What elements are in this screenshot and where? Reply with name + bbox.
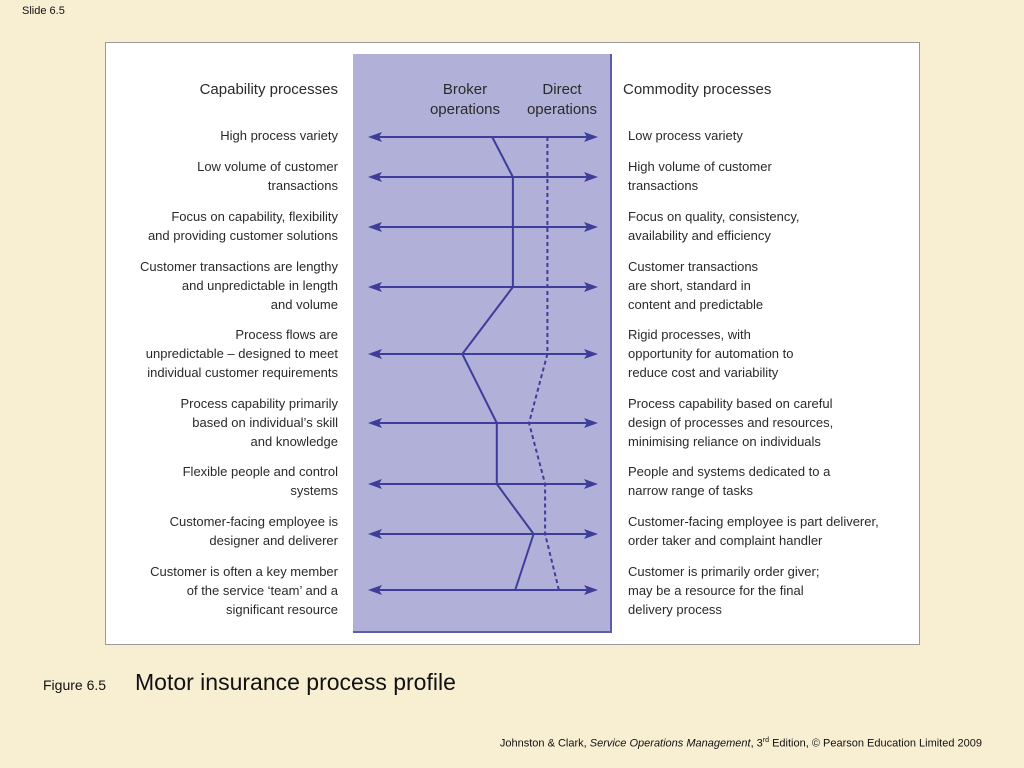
citation-edition: , 3 — [750, 737, 763, 750]
citation-book-title: Service Operations Management — [589, 737, 751, 750]
arrowhead-left-icon — [368, 132, 382, 142]
citation-authors: Johnston & Clark, — [499, 737, 590, 750]
direct-header: Direct operations — [526, 81, 598, 118]
figure-panel: Capability processes Commodity processes… — [105, 42, 920, 645]
capability-label: Customer transactions are lengthy and un… — [140, 259, 338, 312]
arrowhead-right-icon — [584, 349, 598, 359]
capability-label: Process capability primarily based on in… — [180, 396, 339, 449]
citation-publisher: Edition, © Pearson Education Limited 200… — [769, 737, 982, 750]
arrowhead-left-icon — [368, 172, 382, 182]
arrowhead-left-icon — [368, 282, 382, 292]
commodity-label: Customer is primarily order giver; may b… — [628, 564, 820, 617]
commodity-label: High volume of customer transactions — [628, 159, 772, 193]
arrowhead-right-icon — [584, 132, 598, 142]
capability-label: Customer is often a key member of the se… — [150, 564, 338, 617]
commodity-label: Process capability based on careful desi… — [628, 396, 834, 449]
commodity-label: Customer-facing employee is part deliver… — [628, 514, 879, 548]
commodity-header: Commodity processes — [623, 81, 772, 98]
citation-edition-suffix: rd — [762, 737, 770, 744]
commodity-label: Focus on quality, consistency, availabil… — [628, 209, 800, 243]
slide-number: Slide 6.5 — [22, 5, 65, 17]
arrowhead-right-icon — [584, 479, 598, 489]
arrowhead-right-icon — [584, 418, 598, 428]
capability-label: High process variety — [220, 128, 338, 143]
arrowhead-right-icon — [584, 529, 598, 539]
commodity-label: Rigid processes, with opportunity for au… — [628, 327, 794, 380]
capability-label: Customer-facing employee is designer and… — [169, 514, 338, 548]
arrowhead-right-icon — [584, 222, 598, 232]
capability-label: Process flows are unpredictable – design… — [145, 327, 338, 380]
direct-profile-line — [527, 137, 560, 591]
arrowhead-left-icon — [368, 585, 382, 595]
arrowhead-left-icon — [368, 418, 382, 428]
citation: Johnston & Clark, Service Operations Man… — [500, 737, 982, 750]
arrowhead-right-icon — [584, 282, 598, 292]
capability-header: Capability processes — [199, 81, 338, 98]
arrowhead-left-icon — [368, 222, 382, 232]
commodity-label: Customer transactions are short, standar… — [628, 259, 764, 312]
arrowhead-right-icon — [584, 585, 598, 595]
capability-label: Flexible people and control systems — [182, 464, 338, 498]
arrowhead-right-icon — [584, 172, 598, 182]
process-profile-graphic — [368, 132, 598, 595]
arrowhead-left-icon — [368, 479, 382, 489]
capability-label: Focus on capability, flexibility and pro… — [147, 209, 338, 243]
arrowhead-left-icon — [368, 529, 382, 539]
broker-profile-line — [461, 136, 535, 591]
capability-label: Low volume of customer transactions — [197, 159, 338, 193]
figure-title: Motor insurance process profile — [135, 669, 456, 695]
commodity-label: Low process variety — [628, 128, 743, 143]
broker-header: Broker operations — [429, 81, 501, 118]
commodity-label: People and systems dedicated to a narrow… — [628, 464, 831, 498]
operations-band — [353, 54, 612, 633]
arrowhead-left-icon — [368, 349, 382, 359]
figure-number: Figure 6.5 — [43, 677, 107, 693]
